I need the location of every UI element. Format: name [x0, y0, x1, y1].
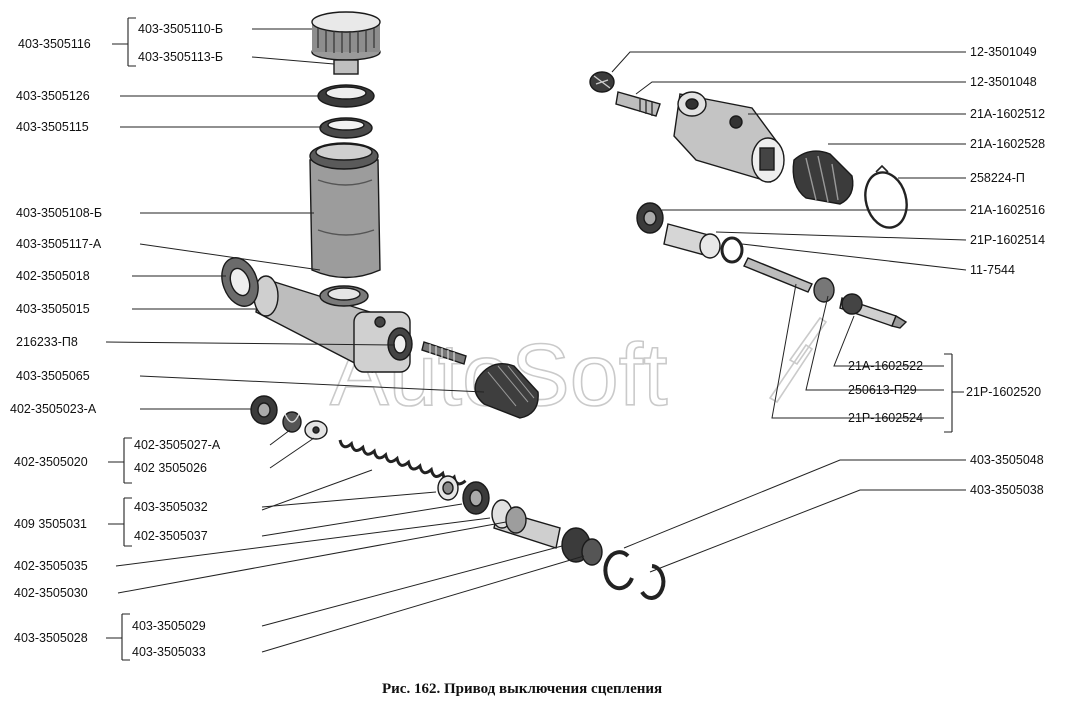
bracket-r12 [944, 353, 964, 433]
valve-seal [250, 395, 278, 425]
label-21r-1602524: 21Р-1602524 [848, 411, 923, 425]
label-250613-p29: 250613-П29 [848, 383, 917, 397]
label-403-3505028: 403-3505028 [14, 631, 88, 645]
return-spring [338, 439, 467, 486]
label-402-3505023-a: 402-3505023-А [10, 402, 97, 416]
label-403-3505126: 403-3505126 [16, 89, 90, 103]
watermark-slashes [768, 316, 828, 404]
label-403-3505048: 403-3505048 [970, 453, 1044, 467]
label-21r-1602514: 21Р-1602514 [970, 233, 1045, 247]
pushrod-boot [474, 363, 539, 419]
reservoir-cap [311, 11, 381, 75]
label-402-3505037: 402-3505037 [134, 529, 208, 543]
master-cylinder-body [253, 275, 413, 373]
label-403-3505029: 403-3505029 [132, 619, 206, 633]
slave-boot [792, 150, 854, 205]
label-403-3505115: 403-3505115 [16, 120, 89, 134]
label-21a-1602516: 21А-1602516 [970, 203, 1045, 217]
leader-r11 [771, 283, 944, 419]
bracket-l21 [106, 613, 130, 661]
leader-l19b [261, 469, 373, 511]
label-21a-1602528: 21А-1602528 [970, 137, 1045, 151]
slave-cylinder-body [673, 91, 785, 183]
primary-cup [462, 481, 490, 515]
label-402-3505018: 402-3505018 [16, 269, 90, 283]
leader-r02 [635, 81, 966, 95]
boot-clamp [864, 164, 908, 229]
leader-l14 [269, 429, 291, 446]
leader-l03 [251, 56, 335, 65]
bleeder-cap [589, 71, 615, 93]
leader-lines [105, 17, 967, 661]
leader-r09 [833, 315, 944, 367]
leader-r14 [649, 489, 966, 573]
bracket-l16 [108, 497, 132, 547]
label-21a-1602512: 21А-1602512 [970, 107, 1045, 121]
label-403-3505033: 403-3505033 [132, 645, 206, 659]
spring-cup [437, 475, 459, 501]
label-12-3501049: 12-3501049 [970, 45, 1037, 59]
label-403-3505032: 403-3505032 [134, 500, 208, 514]
bracket-l01 [112, 17, 136, 67]
slave-seal [636, 202, 664, 234]
label-402-3505020: 402-3505020 [14, 455, 88, 469]
label-402-3505035: 402-3505035 [14, 559, 88, 573]
label-403-3505108-b: 403-3505108-Б [16, 206, 102, 220]
leader-r08 [741, 243, 967, 271]
slave-ring [720, 236, 744, 264]
label-402-3505026: 402 3505026 [134, 461, 207, 475]
leader-l07 [139, 243, 321, 271]
label-409-3505031: 409 3505031 [14, 517, 87, 531]
lock-washer [603, 550, 634, 591]
bracket-l13 [108, 437, 132, 484]
label-403-3505038: 403-3505038 [970, 483, 1044, 497]
label-403-3505110-b: 403-3505110-Б [138, 22, 223, 36]
label-402-3505027-a: 402-3505027-А [134, 438, 221, 452]
label-403-3505065: 403-3505065 [16, 369, 90, 383]
label-21a-1602522: 21А-1602522 [848, 359, 923, 373]
figure-caption: Рис. 162. Привод выключения сцепления [382, 681, 662, 697]
part-labels: 403-3505116 403-3505110-Б 403-3505113-Б … [10, 22, 1045, 659]
label-258224-p: 258224-П [970, 171, 1025, 185]
label-21r-1602520: 21Р-1602520 [966, 385, 1041, 399]
reservoir-seal-upper [317, 84, 375, 108]
leader-l11 [139, 375, 485, 393]
leader-r07 [715, 231, 967, 241]
cylinder-gasket [221, 257, 259, 307]
valve-plate [304, 420, 328, 440]
piston [491, 499, 603, 566]
reservoir-body [309, 142, 381, 279]
label-402-3505030: 402-3505030 [14, 586, 88, 600]
leader-r10 [805, 295, 944, 391]
leader-l15 [269, 437, 315, 469]
leader-l18 [261, 503, 463, 537]
leader-l17 [261, 491, 437, 508]
label-216233-p8: 216233-П8 [16, 335, 78, 349]
slave-piston [663, 223, 721, 259]
parts-illustration [221, 11, 908, 600]
label-403-3505015: 403-3505015 [16, 302, 90, 316]
label-403-3505117-a: 403-3505117-А [16, 237, 102, 251]
bleeder-screw [615, 91, 661, 117]
leader-l10 [105, 341, 396, 346]
label-12-3501048: 12-3501048 [970, 75, 1037, 89]
label-11-7544: 11-7544 [970, 263, 1015, 277]
valve-spring-small [282, 411, 302, 433]
leader-l22 [261, 545, 563, 627]
stud [421, 341, 467, 365]
slave-pushrod [743, 257, 908, 329]
label-403-3505116: 403-3505116 [18, 37, 91, 51]
leader-l23 [261, 555, 585, 653]
leader-l20 [117, 521, 507, 594]
reservoir-seal-lower [319, 117, 373, 139]
leader-r13 [623, 459, 966, 549]
label-403-3505113-b: 403-3505113-Б [138, 50, 223, 64]
leader-r01 [611, 51, 966, 73]
leader-l19 [115, 517, 491, 567]
